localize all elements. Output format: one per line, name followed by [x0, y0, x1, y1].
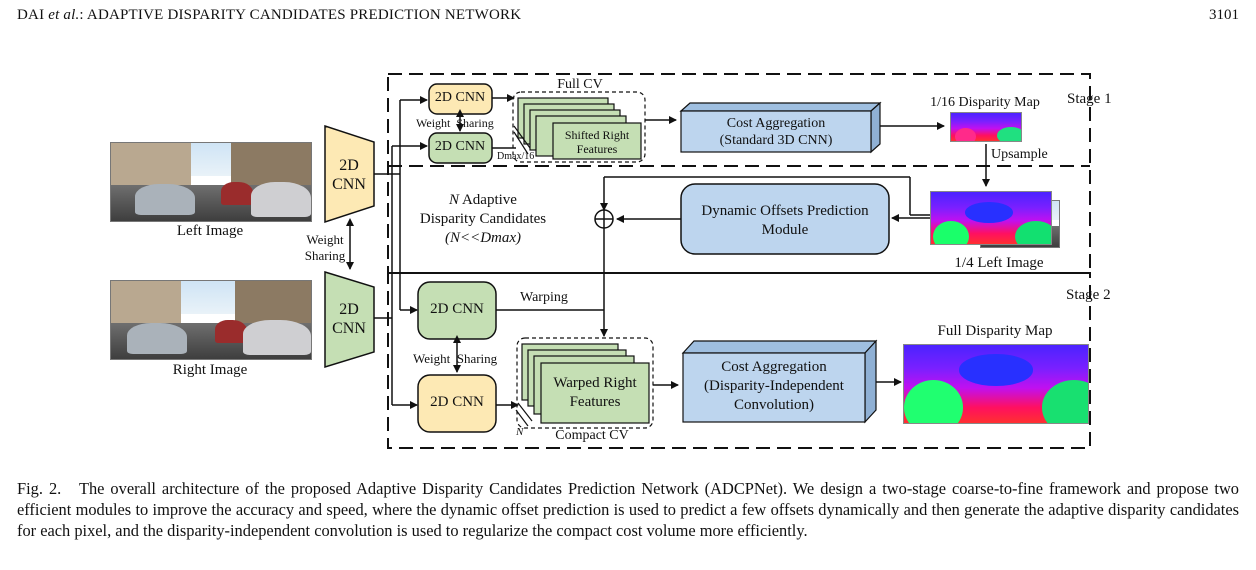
shifted-features-front: [552, 122, 642, 160]
compact-cv-dashed: [516, 337, 654, 429]
full-disparity-map-label: Full Disparity Map: [937, 323, 1053, 339]
n-label: N: [516, 426, 524, 438]
right-image: [110, 280, 312, 360]
weight-sharing-s2-label: Weight Sharing: [413, 351, 498, 366]
running-title: DAI et al.: ADAPTIVE DISPARITY CANDIDATE…: [17, 7, 522, 23]
running-header: DAI et al.: ADAPTIVE DISPARITY CANDIDATE…: [17, 7, 1239, 27]
stage1-label: Stage 1: [1067, 91, 1112, 107]
quarter-disparity-image: [930, 191, 1052, 245]
s2-cnn-top-label: 2D CNN: [430, 301, 484, 317]
main-cnn-bottom-shape: [324, 270, 375, 369]
full-cv-label: Full CV: [557, 77, 603, 92]
upsample-label: Upsample: [991, 147, 1048, 162]
quarter-left-image-label: 1/4 Left Image: [954, 255, 1044, 271]
full-disparity-map: [903, 344, 1089, 424]
architecture-diagram: Stage 1 Stage 2 Left Image Right Image 2…: [0, 60, 1256, 460]
warped-features-front: [540, 362, 650, 424]
figure-caption: Fig. 2. The overall architecture of the …: [17, 478, 1239, 541]
stage2-box: [387, 272, 1091, 449]
caption-figure-number: Fig. 2.: [17, 479, 62, 498]
disparity-map-1-16: [950, 112, 1022, 142]
full-cv-dashed: [512, 91, 646, 163]
main-cnn-top-shape: [324, 124, 375, 224]
warping-label: Warping: [520, 290, 568, 305]
s1-cnn-bottom-label: 2D CNN: [434, 139, 486, 154]
cost-agg-2-box: [682, 352, 866, 423]
s2-cnn-bottom-label: 2D CNN: [430, 394, 484, 410]
caption-text: The overall architecture of the proposed…: [17, 479, 1239, 540]
adaptive-candidates-label: N Adaptive Disparity Candidates (N<<Dmax…: [419, 192, 547, 246]
cost-agg-1-label: Cost Aggregation(Standard 3D CNN): [719, 116, 833, 148]
s1-cnn-top-label: 2D CNN: [434, 90, 486, 105]
dmax-label: Dmax/16: [497, 151, 535, 162]
disparity-map-1-16-label: 1/16 Disparity Map: [930, 95, 1040, 110]
left-image: [110, 142, 312, 222]
diagram-graphics: [324, 73, 1091, 449]
cost-agg-1-box: [680, 110, 872, 153]
compact-cv-label: Compact CV: [555, 428, 629, 443]
s2-cnn-bottom-box: [417, 374, 497, 433]
page-number: 3101: [1209, 7, 1239, 23]
stage2-label: Stage 2: [1066, 287, 1111, 303]
weight-sharing-s1-label: Weight Sharing: [416, 116, 494, 130]
left-image-label: Left Image: [176, 223, 244, 239]
right-image-label: Right Image: [172, 362, 248, 378]
